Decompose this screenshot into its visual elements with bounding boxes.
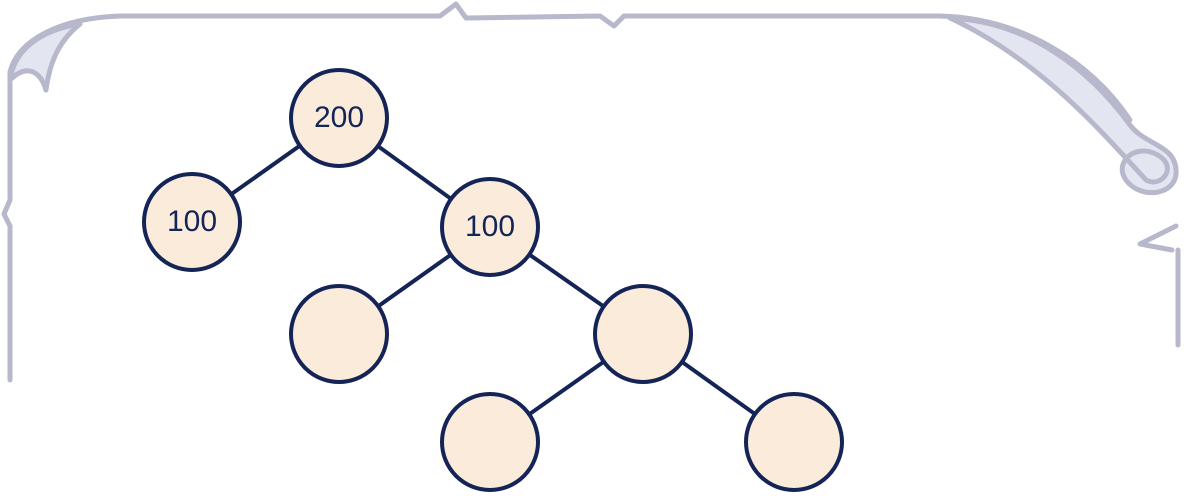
tree-node-root-right: 100 xyxy=(440,177,540,277)
scroll-curl-right xyxy=(947,15,1179,196)
tree-node-root-left: 100 xyxy=(142,172,242,272)
tree-node-circle xyxy=(142,172,242,272)
tree-nodes: 200 100 100 xyxy=(142,68,844,492)
tree-node-label: 200 xyxy=(314,101,364,134)
scroll-border xyxy=(1,1,1181,383)
tree-node-root: 200 xyxy=(289,68,389,168)
scroll-curl-left xyxy=(7,21,83,93)
scroll-frame xyxy=(1,1,1181,383)
tree-node-label: 100 xyxy=(167,205,217,238)
tree-node-circle xyxy=(289,68,389,168)
tree-node-rrr-left xyxy=(440,392,540,492)
tree-node-rr-left xyxy=(289,284,389,384)
tree-node-rrr-right xyxy=(744,392,844,492)
tree-node-circle xyxy=(744,392,844,492)
tree-node-circle xyxy=(289,284,389,384)
tree-node-circle xyxy=(593,284,693,384)
tree-node-label: 100 xyxy=(465,210,515,243)
tree-node-circle xyxy=(440,177,540,277)
tree-node-circle xyxy=(440,392,540,492)
tree-node-rr-right xyxy=(593,284,693,384)
